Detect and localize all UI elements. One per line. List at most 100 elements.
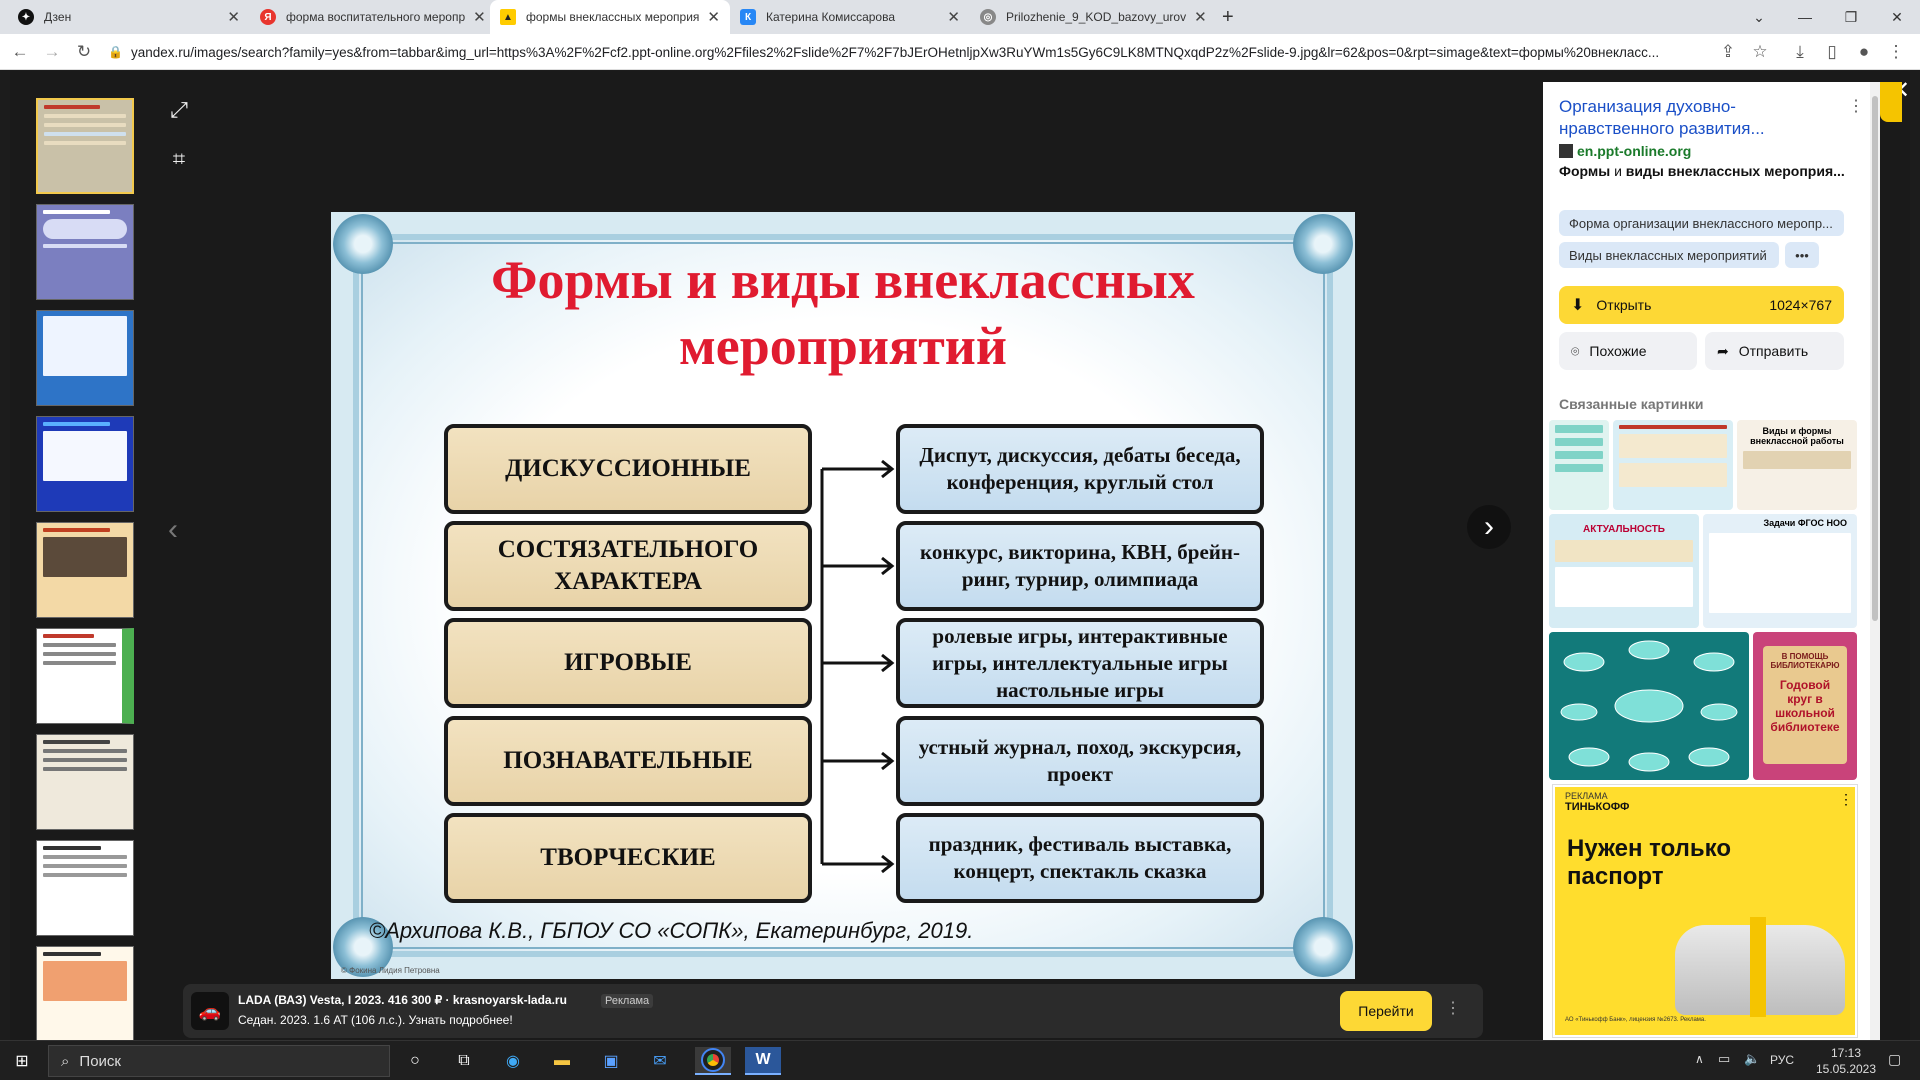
- tab-formy-active[interactable]: ▲ формы внеклассных мероприя ✕: [490, 0, 730, 34]
- window-close-icon[interactable]: ✕: [1891, 8, 1903, 25]
- fullscreen-icon[interactable]: ⤢: [170, 97, 188, 122]
- edge-icon[interactable]: ◉: [506, 1053, 520, 1070]
- types-box-games: ролевые игры, интерактивные игры, интелл…: [896, 618, 1264, 708]
- slide-title-line1: Формы и виды внеклассных: [491, 250, 1195, 310]
- zen-icon: ✦: [18, 9, 34, 25]
- volume-icon[interactable]: 🔈: [1744, 1051, 1761, 1066]
- thumbnail-2[interactable]: [36, 204, 134, 300]
- notifications-icon[interactable]: ▢: [1888, 1051, 1902, 1067]
- clock[interactable]: 17:13 15.05.2023: [1815, 1046, 1877, 1076]
- related-image-4[interactable]: АКТУАЛЬНОСТЬ: [1549, 514, 1699, 628]
- related-image-5[interactable]: Задачи ФГОС НОО: [1703, 514, 1857, 628]
- search-icon: ⌕: [61, 1052, 70, 1070]
- thumbnail-4[interactable]: [36, 416, 134, 512]
- thumbnail-8[interactable]: [36, 840, 134, 936]
- site-info-icon[interactable]: 🔒: [108, 45, 123, 59]
- ad-go-button[interactable]: Перейти: [1340, 991, 1432, 1031]
- ornament-corner-icon: [333, 917, 393, 977]
- thumbnail-3[interactable]: [36, 310, 134, 406]
- panel-scrollbar[interactable]: [1870, 82, 1880, 1040]
- windows-start-icon[interactable]: ⊞: [15, 1053, 29, 1070]
- tinkoff-logo: ТИНЬКОФФ: [1565, 801, 1630, 813]
- related-image-3[interactable]: Виды и формы внеклассной работы: [1737, 420, 1857, 510]
- query-chip-2[interactable]: Виды внеклассных мероприятий: [1559, 242, 1779, 268]
- tab-forma[interactable]: Я форма воспитательного меропр ✕: [250, 0, 490, 34]
- vk-icon: К: [740, 9, 756, 25]
- new-tab-button[interactable]: +: [1222, 5, 1234, 28]
- form-box-games: ИГРОВЫЕ: [444, 618, 812, 708]
- form-box-discussion: ДИСКУССИОННЫЕ: [444, 424, 812, 514]
- thumbnail-6[interactable]: [36, 628, 134, 724]
- mail-icon[interactable]: ✉: [653, 1053, 667, 1070]
- panel-kebab-icon[interactable]: ⋮: [1848, 98, 1864, 115]
- close-icon[interactable]: ✕: [707, 9, 720, 26]
- related-image-7[interactable]: В ПОМОЩЬ БИБЛИОТЕКАРЮ Годовой круг в шко…: [1753, 632, 1857, 780]
- similar-button[interactable]: ⌾Похожие: [1559, 332, 1697, 370]
- next-arrow-icon[interactable]: ›: [1467, 505, 1511, 549]
- types-box-creative: праздник, фестиваль выставка, концерт, с…: [896, 813, 1264, 903]
- share-button[interactable]: ➦Отправить: [1705, 332, 1844, 370]
- yellow-side-tab[interactable]: [1880, 82, 1902, 122]
- navigation-bar: ← → ↻ 🔒 yandex.ru/images/search?family=y…: [0, 34, 1920, 70]
- tab-dzen[interactable]: ✦ Дзен ✕: [8, 0, 250, 34]
- ad-kebab-icon[interactable]: ⋮: [1445, 1000, 1461, 1017]
- download-icon[interactable]: ⤓: [1796, 42, 1804, 61]
- close-icon[interactable]: ✕: [473, 9, 486, 26]
- back-icon[interactable]: ←: [11, 42, 29, 61]
- thumbnail-7[interactable]: [36, 734, 134, 830]
- side-panel-icon[interactable]: ▯: [1827, 42, 1837, 61]
- result-subtitle: Формы и виды внеклассных мероприя...: [1559, 163, 1845, 179]
- thumbnail-9[interactable]: [36, 946, 134, 1042]
- tab-search-chevron-icon[interactable]: ⌄: [1753, 8, 1765, 25]
- source-link[interactable]: en.ppt-online.org: [1559, 143, 1691, 159]
- restore-icon[interactable]: ❐: [1844, 8, 1858, 25]
- tray-chevron-icon[interactable]: ∧: [1695, 1052, 1704, 1066]
- types-box-competitive: конкурс, викторина, КВН, брейн-ринг, тур…: [896, 521, 1264, 611]
- gift-ribbon: [1750, 917, 1766, 1017]
- ad-kebab-icon[interactable]: ⋮: [1839, 791, 1853, 807]
- crop-icon[interactable]: ⌗: [172, 146, 186, 171]
- more-chips-button[interactable]: •••: [1785, 242, 1819, 268]
- query-chip-1[interactable]: Форма организации внеклассного меропр...: [1559, 210, 1844, 236]
- ad-title[interactable]: LADA (ВАЗ) Vesta, I 2023. 416 300 ₽ · kr…: [238, 993, 567, 1007]
- word-icon[interactable]: W: [745, 1047, 781, 1075]
- open-image-button[interactable]: ⬇Открыть 1024×767: [1559, 286, 1844, 324]
- chrome-icon[interactable]: [695, 1047, 731, 1075]
- prev-arrow-icon[interactable]: ‹: [168, 513, 178, 546]
- related-image-1[interactable]: [1549, 420, 1609, 510]
- ornament-corner-icon: [333, 214, 393, 274]
- taskbar-search-box[interactable]: ⌕Поиск: [48, 1045, 390, 1077]
- slide-image: Формы и виды внеклассных мероприятий ДИС…: [331, 212, 1355, 979]
- tab-prilozhenie[interactable]: ◎ Prilozhenie_9_KOD_bazovy_urov ✕: [970, 0, 1210, 34]
- store-icon[interactable]: ▣: [603, 1053, 619, 1070]
- profile-avatar-icon[interactable]: ●: [1858, 42, 1870, 61]
- site-favicon-icon: [1559, 144, 1573, 158]
- tinkoff-ad-banner[interactable]: РЕКЛАМА ТИНЬКОФФ ⋮ Нужен только паспорт …: [1552, 784, 1858, 1038]
- thumbnail-5[interactable]: [36, 522, 134, 618]
- thumbnail-1[interactable]: [36, 98, 134, 194]
- bottom-ad-bar: 🚗 LADA (ВАЗ) Vesta, I 2023. 416 300 ₽ · …: [183, 984, 1483, 1038]
- network-icon[interactable]: ▭: [1718, 1051, 1731, 1066]
- types-box-discussion: Диспут, дискуссия, дебаты беседа, конфер…: [896, 424, 1264, 514]
- reload-icon[interactable]: ↻: [76, 42, 92, 61]
- close-icon[interactable]: ✕: [947, 9, 960, 26]
- menu-kebab-icon[interactable]: ⋮: [1887, 42, 1905, 61]
- close-icon[interactable]: ✕: [1194, 9, 1207, 26]
- tab-vk[interactable]: К Катерина Комиссарова ✕: [730, 0, 970, 34]
- language-indicator[interactable]: РУС: [1770, 1053, 1795, 1067]
- minimize-icon[interactable]: —: [1798, 9, 1812, 25]
- related-image-6[interactable]: [1549, 632, 1749, 780]
- bookmark-star-icon[interactable]: ☆: [1752, 42, 1768, 61]
- share-icon[interactable]: ⇪: [1720, 42, 1736, 61]
- cortana-icon[interactable]: ○: [410, 1052, 420, 1069]
- file-explorer-icon[interactable]: ▬: [554, 1052, 570, 1069]
- forward-icon[interactable]: →: [43, 42, 61, 61]
- related-image-2[interactable]: [1613, 420, 1733, 510]
- ad-text: Седан. 2023. 1.6 AT (106 л.с.). Узнать п…: [238, 1013, 513, 1027]
- result-title-link[interactable]: Организация духовно-нравственного развит…: [1559, 97, 1765, 138]
- task-view-icon[interactable]: ⧉: [458, 1052, 470, 1069]
- close-icon[interactable]: ✕: [227, 9, 240, 26]
- ornament-corner-icon: [1293, 214, 1353, 274]
- windows-taskbar: ⊞ ⌕Поиск ○ ⧉ ◉ ▬ ▣ ✉ W ∧ ▭ 🔈 РУС 17:13 1…: [0, 1040, 1920, 1080]
- address-bar[interactable]: 🔒 yandex.ru/images/search?family=yes&fro…: [108, 38, 1708, 66]
